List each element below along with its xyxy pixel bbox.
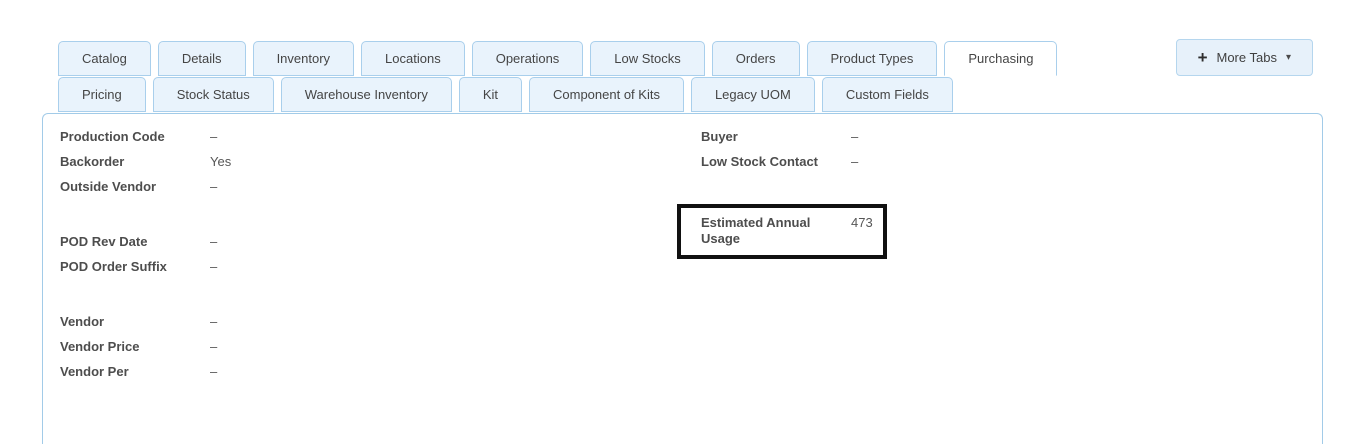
field-row-low-stock-contact: Low Stock Contact – <box>701 149 1322 174</box>
more-tabs-label: More Tabs <box>1216 50 1277 65</box>
field-label-text: Estimated Annual Usage <box>701 215 811 246</box>
field-value: – <box>210 129 218 144</box>
field-value: – <box>210 314 218 329</box>
field-label: Vendor <box>60 314 105 329</box>
field-label: Low Stock Contact <box>701 154 819 169</box>
tab-catalog[interactable]: Catalog <box>58 41 151 76</box>
estimated-annual-usage-highlight-box: Estimated Annual Usage 473 <box>677 204 887 259</box>
field-label: Vendor Price <box>60 339 140 354</box>
field-value: 473 <box>851 215 873 230</box>
field-row-vendor-per: Vendor Per – <box>60 359 701 384</box>
field-row-vendor: Vendor – <box>60 309 701 334</box>
field-label: POD Rev Date <box>60 234 148 249</box>
field-group: Buyer – Low Stock Contact – <box>701 124 1322 174</box>
field-value: – <box>210 259 218 274</box>
tab-pricing[interactable]: Pricing <box>58 77 146 112</box>
tab-component-of-kits[interactable]: Component of Kits <box>529 77 684 112</box>
tab-custom-fields[interactable]: Custom Fields <box>821 77 953 112</box>
field-group: POD Rev Date – POD Order Suffix – <box>60 229 701 279</box>
field-label: Production Code <box>60 129 165 144</box>
tab-low-stocks[interactable]: Low Stocks <box>590 41 705 76</box>
field-group: Vendor – Vendor Price – Vendor Per – <box>60 309 701 384</box>
field-row-vendor-price: Vendor Price – <box>60 334 701 359</box>
field-value: – <box>210 339 218 354</box>
field-row-pod-rev-date: POD Rev Date – <box>60 229 701 254</box>
field-label: Outside Vendor <box>60 179 157 194</box>
tab-row-1: Catalog Details Inventory Locations Oper… <box>42 39 1323 76</box>
tab-operations[interactable]: Operations <box>471 41 584 76</box>
plus-icon: + <box>1197 48 1208 67</box>
field-label: Vendor Per <box>60 364 129 379</box>
field-row-production-code: Production Code – <box>60 124 701 149</box>
fields-column-left: Production Code – Backorder Yes Outside … <box>60 124 701 444</box>
field-group: Production Code – Backorder Yes Outside … <box>60 124 701 199</box>
tab-stock-status[interactable]: Stock Status <box>152 77 274 112</box>
tab-kit[interactable]: Kit <box>458 77 522 112</box>
tab-legacy-uom[interactable]: Legacy UOM <box>690 77 815 112</box>
more-tabs-button[interactable]: + More Tabs ▾ <box>1175 39 1313 76</box>
field-value: – <box>851 154 859 169</box>
fields-column-right: Buyer – Low Stock Contact – Estimated An… <box>677 124 1322 444</box>
field-row-backorder: Backorder Yes <box>60 149 701 174</box>
field-value: – <box>210 179 218 194</box>
tab-orders[interactable]: Orders <box>711 41 800 76</box>
field-label: POD Order Suffix <box>60 259 167 274</box>
tab-locations[interactable]: Locations <box>361 41 465 76</box>
field-value: – <box>210 234 218 249</box>
field-value: – <box>851 129 859 144</box>
field-label: Backorder <box>60 154 125 169</box>
field-row-buyer: Buyer – <box>701 124 1322 149</box>
tab-purchasing[interactable]: Purchasing <box>944 41 1058 76</box>
tab-product-types[interactable]: Product Types <box>806 41 938 76</box>
field-value: – <box>210 364 218 379</box>
purchasing-panel: Production Code – Backorder Yes Outside … <box>42 113 1323 444</box>
tab-warehouse-inventory[interactable]: Warehouse Inventory <box>280 77 452 112</box>
field-row-outside-vendor: Outside Vendor – <box>60 174 701 199</box>
caret-down-icon: ▾ <box>1285 51 1291 63</box>
field-label: Buyer <box>701 129 738 144</box>
field-label: Estimated Annual Usage <box>701 215 851 247</box>
tab-inventory[interactable]: Inventory <box>252 41 355 76</box>
tab-row-2: Pricing Stock Status Warehouse Inventory… <box>42 77 1323 112</box>
field-value: Yes <box>210 154 232 169</box>
field-group: Estimated Annual Usage 473 <box>677 204 1322 259</box>
tab-details[interactable]: Details <box>157 41 246 76</box>
field-row-pod-order-suffix: POD Order Suffix – <box>60 254 701 279</box>
